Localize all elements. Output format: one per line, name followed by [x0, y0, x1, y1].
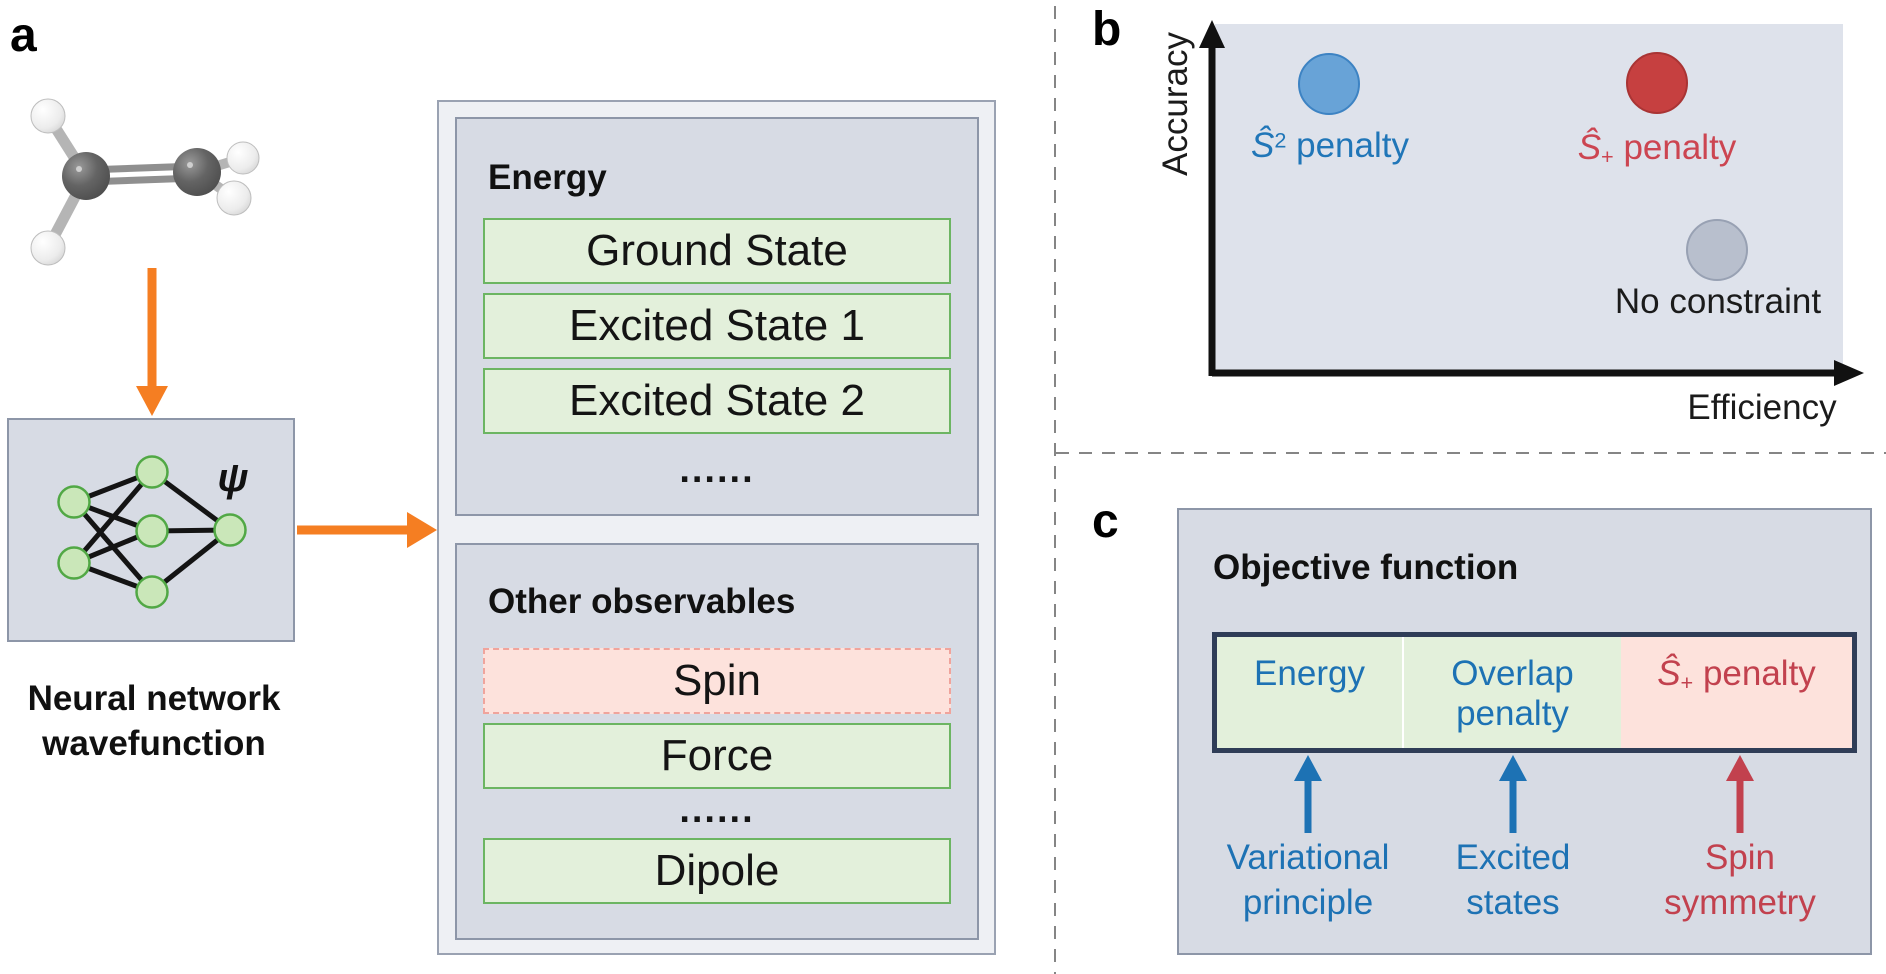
observables-row-spin: Spin: [483, 648, 951, 714]
arrow-up-spin-icon: [1726, 755, 1754, 833]
carbon-atom: [173, 148, 221, 196]
energy-row-ground-state: Ground State: [483, 218, 951, 284]
ethylene-molecule: [30, 98, 260, 266]
energy-section-title: Energy: [488, 158, 607, 197]
energy-row-excited-2: Excited State 2: [483, 368, 951, 434]
specular-dot: [187, 162, 193, 168]
splus-penalty-label: Ŝ+ penalty: [1577, 128, 1737, 169]
y-axis-arrow: [1199, 20, 1225, 376]
s2-penalty-label: Ŝ2 penalty: [1250, 126, 1409, 165]
nn-nodes: [57, 455, 247, 609]
carbon-atom: [62, 152, 110, 200]
no-constraint-point: [1686, 219, 1748, 281]
no-constraint-label: No constraint: [1614, 282, 1822, 321]
neural-network-diagram: [57, 455, 247, 609]
arrow-right-icon: [297, 512, 437, 548]
specular-dot: [76, 166, 82, 172]
arrow-down-icon: [136, 268, 168, 416]
hydrogen-atom: [30, 98, 66, 134]
psi-symbol: ψ: [217, 456, 249, 500]
objective-function-title: Objective function: [1213, 548, 1519, 587]
annotation-variational-principle: Variational principle: [1226, 838, 1390, 922]
vertical-dashed-divider: [1054, 6, 1056, 974]
hydrogen-atom: [216, 180, 252, 216]
observables-row-dipole: Dipole: [483, 838, 951, 904]
panel-b-label: b: [1092, 3, 1122, 56]
hydrogen-atom: [30, 230, 66, 266]
nn-caption: Neural network wavefunction: [4, 676, 304, 766]
annotation-excited-states: Excited states: [1455, 838, 1571, 922]
nn-caption-line2: wavefunction: [42, 724, 266, 763]
neural-network-box: [7, 418, 295, 642]
arrow-up-variational-icon: [1294, 755, 1322, 833]
objective-segment-splus-penalty: Ŝ+ penalty: [1621, 637, 1852, 748]
annotation-spin-symmetry: Spin symmetry: [1664, 838, 1816, 922]
s2-penalty-point: [1298, 53, 1360, 115]
energy-ellipsis: ......: [679, 448, 755, 491]
objective-segment-energy: Energy: [1217, 637, 1404, 748]
x-axis-label: Efficiency: [1687, 388, 1837, 427]
observables-section-title: Other observables: [488, 582, 796, 621]
objective-bar: Energy Overlap penalty Ŝ+ penalty: [1212, 632, 1857, 753]
arrow-up-excited-icon: [1499, 755, 1527, 833]
hydrogen-atom: [226, 141, 260, 175]
splus-penalty-point: [1626, 52, 1688, 114]
horizontal-dashed-divider: [1056, 452, 1886, 454]
observables-row-force: Force: [483, 723, 951, 789]
nn-caption-line1: Neural network: [27, 679, 281, 718]
energy-row-excited-1: Excited State 1: [483, 293, 951, 359]
x-axis-arrow: [1212, 360, 1864, 386]
y-axis-label: Accuracy: [1156, 32, 1195, 176]
objective-segment-overlap-penalty: Overlap penalty: [1404, 637, 1621, 748]
panel-a-label: a: [10, 9, 37, 62]
panel-c-label: c: [1092, 495, 1119, 548]
observables-ellipsis: ......: [679, 788, 755, 831]
